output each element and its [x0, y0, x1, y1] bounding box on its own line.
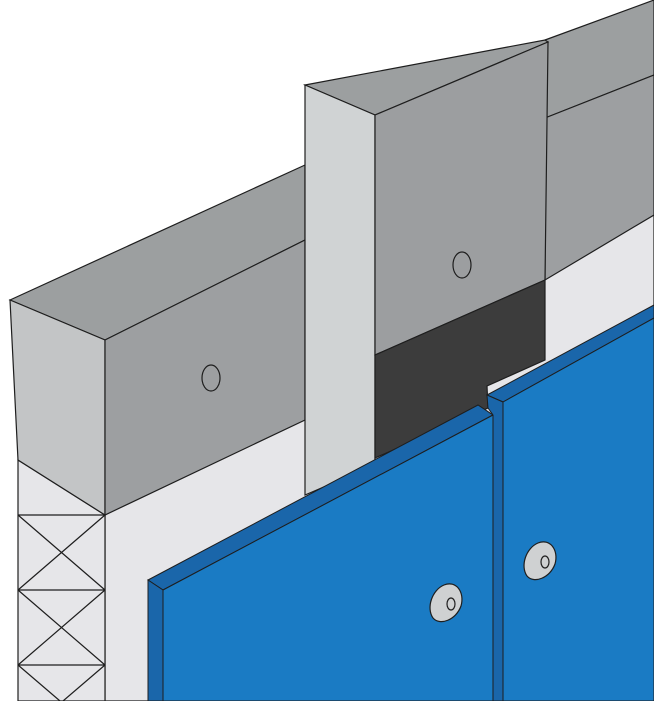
- left-panel-side-edge: [147, 579, 164, 701]
- fastener-icon: [429, 583, 463, 623]
- left-insulation-block: [8, 164, 306, 517]
- truss-lattice: [17, 458, 106, 701]
- black-gasket: [374, 279, 546, 459]
- center-post: [302, 39, 550, 496]
- left-panel-face: [162, 414, 494, 701]
- rear-insulation-block: [544, 0, 654, 282]
- post-front: [304, 84, 376, 496]
- right-blue-panel: [485, 304, 654, 701]
- bolt-hole-icon: [452, 251, 472, 279]
- left-blue-panel: [147, 404, 494, 701]
- bolt-hole-icon: [201, 364, 221, 392]
- fastener-icon: [523, 541, 557, 581]
- right-panel-face: [502, 317, 654, 701]
